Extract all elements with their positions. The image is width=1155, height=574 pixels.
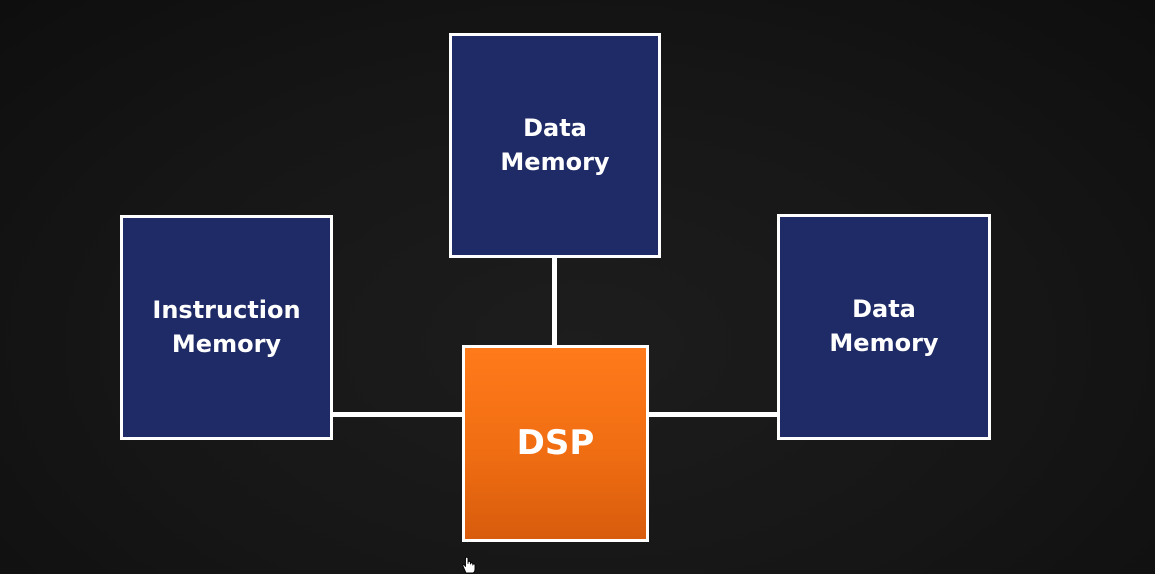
data-memory-right-line-1: Data xyxy=(852,295,916,324)
data-memory-right-line-2: Memory xyxy=(829,329,939,357)
connector-right xyxy=(646,412,780,417)
dsp-label: DSP xyxy=(516,422,595,463)
instruction-memory-label: Instruction Memory xyxy=(152,294,300,361)
hand-pointer-icon xyxy=(462,556,476,574)
data-memory-top-line-1: Data xyxy=(523,113,587,142)
instruction-memory-line-2: Memory xyxy=(171,329,282,358)
connector-top xyxy=(552,256,557,348)
data-memory-top-line-2: Memory xyxy=(500,147,610,176)
data-memory-top-block: Data Memory xyxy=(449,33,661,258)
instruction-memory-line-1: Instruction xyxy=(152,295,301,324)
data-memory-right-label: Data Memory xyxy=(829,293,938,360)
connector-left xyxy=(331,412,465,417)
data-memory-right-block: Data Memory xyxy=(777,214,991,440)
data-memory-top-label: Data Memory xyxy=(500,112,609,179)
dsp-block: DSP xyxy=(462,345,649,542)
instruction-memory-block: Instruction Memory xyxy=(120,215,333,440)
